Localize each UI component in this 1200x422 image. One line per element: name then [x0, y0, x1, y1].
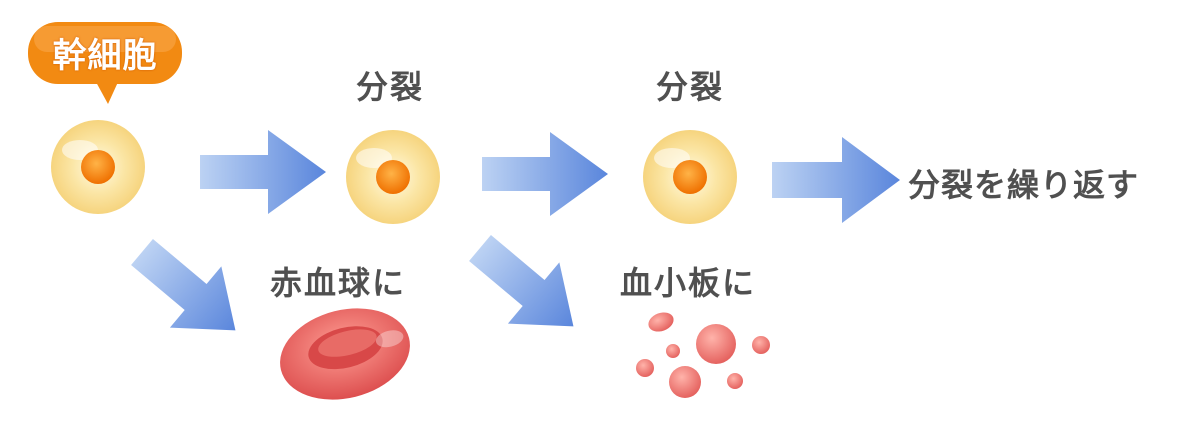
stem-cell-bubble [28, 22, 182, 104]
division-label-1: 分裂 [356, 68, 425, 106]
stem-cell-label: 幹細胞 [52, 36, 158, 76]
arrow-right-3 [772, 137, 900, 223]
division-label-2: 分裂 [656, 68, 725, 106]
arrow-diagonal-2 [469, 234, 574, 327]
red-blood-cell-label: 赤血球に [270, 264, 407, 302]
arrow-right-2 [482, 132, 608, 216]
repeat-division-label: 分裂を繰り返す [908, 166, 1140, 204]
stem-cell-3 [643, 130, 737, 224]
red-blood-cell [280, 308, 410, 400]
arrow-right-1 [200, 130, 326, 214]
platelets [636, 312, 770, 398]
stem-cell-1 [51, 120, 145, 214]
stem-cell-2 [346, 130, 440, 224]
platelet-label: 血小板に [620, 264, 757, 302]
arrow-diagonal-1 [131, 238, 236, 331]
